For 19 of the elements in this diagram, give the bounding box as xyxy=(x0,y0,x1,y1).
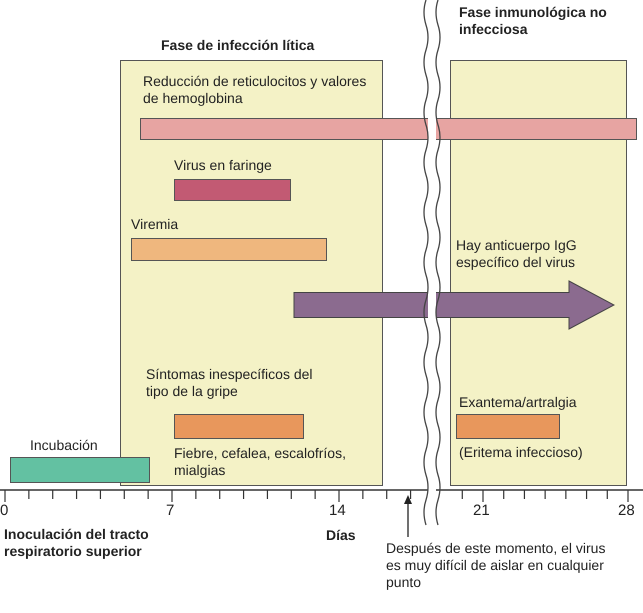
bar-label: Reducción de reticulocitos y valores de hemoglobina xyxy=(143,73,368,107)
phase-title: Fase de infección lítica xyxy=(161,37,316,54)
tick-label: 28 xyxy=(618,502,636,519)
bar-label: (Eritema infeccioso) xyxy=(459,444,584,461)
phase-title: Fase inmunológica no infecciosa xyxy=(459,4,608,38)
bar-label: Hay anticuerpo IgG específico del virus xyxy=(456,237,578,271)
bar-label: Exantema/artralgia xyxy=(459,394,578,411)
annotation-text: Después de este momento, el virus es muy difícil de aislar en cualquier punto xyxy=(386,540,606,591)
tick-label: 21 xyxy=(473,502,491,519)
bar-label: Incubación xyxy=(30,437,99,454)
tick-label: 14 xyxy=(329,502,347,519)
axis-title: Días xyxy=(326,527,357,544)
tick-label: 7 xyxy=(166,502,176,519)
bar-label: Virus en faringe xyxy=(174,157,273,174)
bar-label: Síntomas inespecíficos del tipo de la gripe xyxy=(146,366,314,400)
bar-label: Viremia xyxy=(131,216,180,233)
bar-label: Fiebre, cefalea, escalofríos, mialgias xyxy=(174,445,347,479)
tick-label: 0 xyxy=(0,502,10,519)
axis-note: Inoculación del tracto respiratorio superior xyxy=(4,526,150,560)
